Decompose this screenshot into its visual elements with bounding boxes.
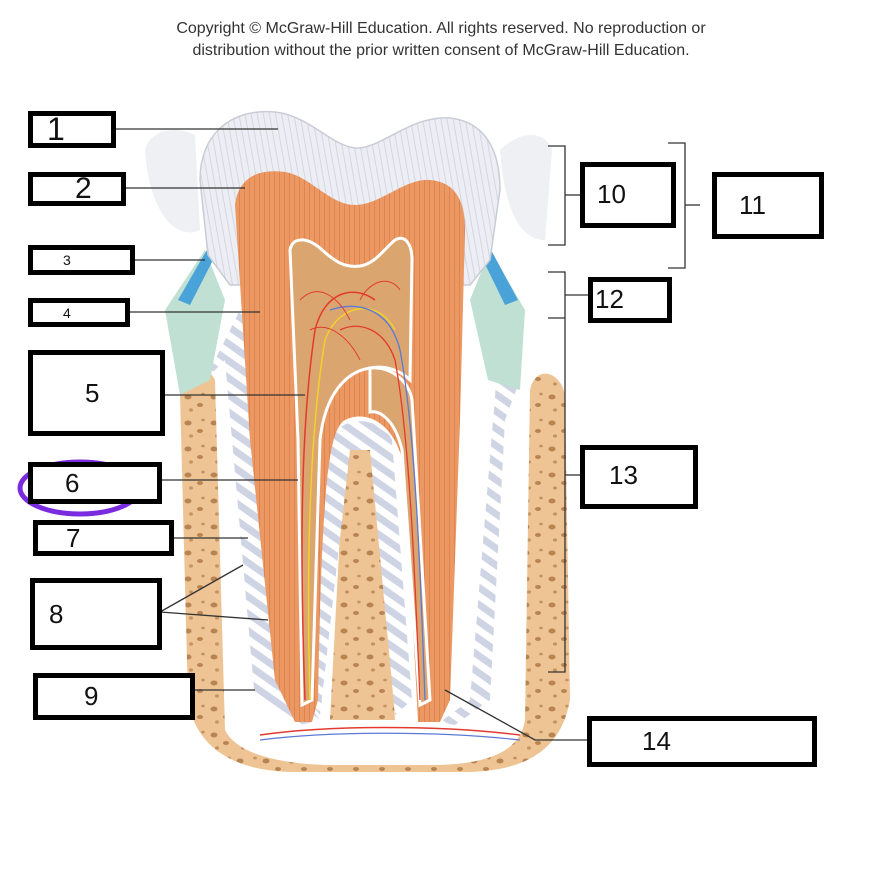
label-text-8: 8 bbox=[49, 598, 64, 629]
label-box-4[interactable]: 4 bbox=[28, 298, 130, 327]
label-box-3[interactable]: 3 bbox=[28, 245, 135, 275]
label-text-9: 9 bbox=[84, 681, 99, 711]
leader-lines bbox=[113, 128, 590, 741]
brackets bbox=[548, 142, 700, 673]
apical-vessel bbox=[259, 726, 521, 736]
blood-vessel-2 bbox=[339, 325, 421, 701]
label-text-2: 2 bbox=[75, 172, 92, 205]
copyright-line-2: distribution without the prior written c… bbox=[192, 42, 690, 59]
label-text-6: 6 bbox=[65, 467, 80, 498]
label-box-13[interactable]: 13 bbox=[580, 445, 698, 509]
label-box-9[interactable]: 9 bbox=[33, 673, 195, 720]
label-box-11[interactable]: 11 bbox=[712, 172, 824, 239]
apical-vein bbox=[259, 732, 521, 741]
label-text-3: 3 bbox=[63, 252, 71, 268]
label-text-12: 12 bbox=[595, 284, 624, 314]
label-text-1: 1 bbox=[47, 111, 65, 147]
label-box-2[interactable]: 2 bbox=[28, 172, 126, 206]
adjacent-tooth-right bbox=[500, 135, 552, 240]
label-text-13: 13 bbox=[609, 460, 638, 490]
label-box-6[interactable]: 6 bbox=[28, 462, 162, 504]
label-text-10: 10 bbox=[597, 179, 626, 209]
copyright-notice: Copyright © McGraw-Hill Education. All r… bbox=[0, 18, 882, 62]
adjacent-tooth-left bbox=[145, 130, 200, 233]
label-text-7: 7 bbox=[66, 522, 81, 553]
alveolar-bone bbox=[180, 369, 570, 772]
label-box-8[interactable]: 8 bbox=[30, 578, 162, 650]
periodontal-ligament-center bbox=[308, 421, 412, 715]
label-text-4: 4 bbox=[63, 304, 71, 321]
label-box-12[interactable]: 12 bbox=[588, 277, 672, 323]
capillaries bbox=[299, 280, 401, 361]
periodontal-ligament-right bbox=[440, 360, 520, 725]
copyright-line-1: Copyright © McGraw-Hill Education. All r… bbox=[176, 20, 706, 37]
label-box-5[interactable]: 5 bbox=[28, 350, 165, 436]
blood-vessel bbox=[301, 291, 376, 701]
gingiva-left bbox=[165, 250, 225, 395]
label-box-1[interactable]: 1 bbox=[28, 111, 116, 148]
vein bbox=[329, 305, 426, 701]
label-box-10[interactable]: 10 bbox=[580, 162, 676, 228]
label-text-11: 11 bbox=[739, 190, 766, 220]
gum-edge-left bbox=[178, 248, 212, 305]
pulp-root-canal bbox=[368, 366, 432, 708]
gum-edge-right bbox=[484, 248, 518, 305]
label-text-5: 5 bbox=[85, 377, 100, 408]
label-text-14: 14 bbox=[642, 726, 671, 756]
pulp-cavity bbox=[288, 236, 414, 708]
label-box-7[interactable]: 7 bbox=[33, 520, 174, 556]
label-box-14[interactable]: 14 bbox=[587, 716, 817, 767]
gingiva-right bbox=[470, 250, 525, 390]
